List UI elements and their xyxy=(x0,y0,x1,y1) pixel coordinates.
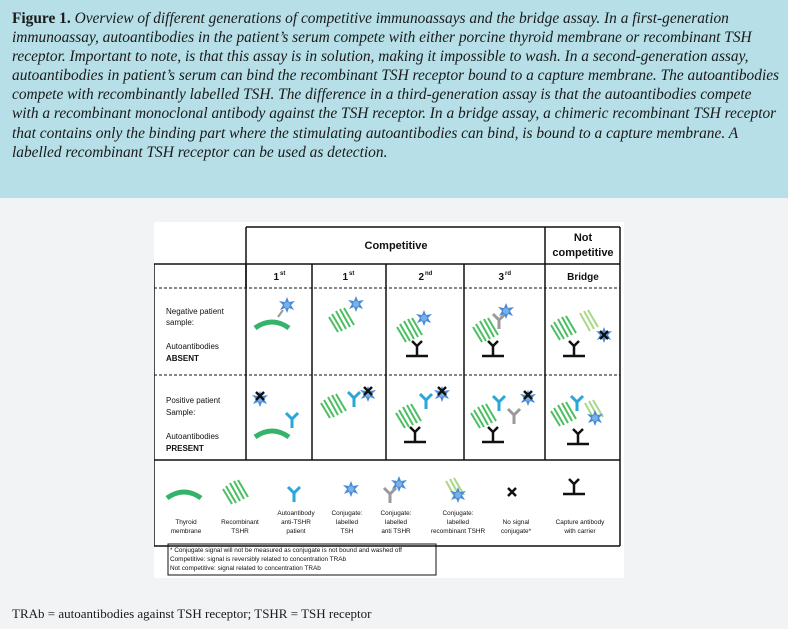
assay-diagram: Competitive Not competitive 1 st 1 st 2 … xyxy=(153,226,621,576)
legend-conj-tsh-3: TSH xyxy=(341,528,354,535)
legend-conj-rec-3: recombinant TSHR xyxy=(431,528,486,535)
col-1st-b-sup: st xyxy=(349,271,354,277)
legend-auto-3: patient xyxy=(286,528,305,535)
col-bridge: Bridge xyxy=(567,272,599,283)
diagram-canvas: Competitive Not competitive 1 st 1 st 2 … xyxy=(153,222,624,578)
header-not-competitive-1: Not xyxy=(574,232,593,244)
legend-receptor-2: TSHR xyxy=(231,528,249,535)
legend-conj-rec-1: Conjugate: xyxy=(443,510,474,517)
notes-box xyxy=(167,543,437,576)
row1-cell-bridge xyxy=(550,309,612,358)
row1-label-2: sample: xyxy=(166,318,194,327)
row1-cell-2nd xyxy=(396,310,432,358)
table-grid xyxy=(153,226,621,547)
row2-cell-1st-a xyxy=(252,390,300,437)
note-2: Competitive: signal is reversibly relate… xyxy=(170,556,347,563)
row1-label-1: Negative patient xyxy=(166,307,225,316)
note-3: Not competitive: signal related to conce… xyxy=(170,565,321,572)
col-1st-a-sup: st xyxy=(280,271,285,277)
row2-cell-2nd xyxy=(395,385,450,444)
recombinant-tshr-icon xyxy=(222,479,249,505)
row2-label-3: Autoantibodies xyxy=(166,432,219,441)
row2-label-2: Sample: xyxy=(166,408,195,417)
autoantibody-icon xyxy=(286,485,302,504)
legend-capture-2: with carrier xyxy=(563,528,596,535)
legend-thyroid-2: membrane xyxy=(171,528,202,535)
col-3rd: 3 xyxy=(498,272,504,283)
legend-conj-rec-2: labelled xyxy=(447,519,469,526)
row1-cell-3rd xyxy=(472,303,514,358)
legend-receptor-1: Recombinant xyxy=(221,519,259,526)
row1-cell-1st-b xyxy=(328,296,364,333)
legend-auto-2: anti-TSHR xyxy=(281,519,311,526)
thyroid-membrane-icon xyxy=(167,492,201,498)
row2-label-1: Positive patient xyxy=(166,396,221,405)
no-signal-icon xyxy=(506,486,518,498)
caption-label: Figure 1. xyxy=(12,10,71,27)
col-1st-b: 1 xyxy=(342,272,348,283)
row2-label-4: PRESENT xyxy=(166,444,204,453)
caption-body: Overview of different generations of com… xyxy=(12,10,780,161)
footnote: TRAb = autoantibodies against TSH recept… xyxy=(12,606,372,621)
legend-capture-1: Capture antibody xyxy=(556,519,605,526)
col-1st-a: 1 xyxy=(273,272,279,283)
col-3rd-sup: rd xyxy=(505,271,511,277)
legend-nosignal-2: conjugate* xyxy=(501,528,532,535)
caption-text: Figure 1. Overview of different generati… xyxy=(12,9,780,162)
legend-conj-anti-2: labelled xyxy=(385,519,407,526)
header-not-competitive-2: competitive xyxy=(552,247,613,259)
labelled-anti-tshr-icon xyxy=(382,476,407,505)
row1-label-3: Autoantibodies xyxy=(166,342,219,351)
legend-thyroid-1: Thyroid xyxy=(175,519,197,526)
row2-cell-bridge xyxy=(550,394,604,446)
col-2nd-sup: nd xyxy=(425,271,433,277)
legend-conj-tsh-1: Conjugate: xyxy=(332,510,363,517)
legend-nosignal-1: No signal xyxy=(503,519,530,526)
legend-conj-anti-1: Conjugate: xyxy=(381,510,412,517)
col-2nd: 2 xyxy=(418,272,424,283)
note-1: * Conjugate signal will not be measured … xyxy=(170,547,402,554)
labelled-recombinant-tshr-icon xyxy=(445,477,466,503)
row2-cell-3rd xyxy=(470,389,536,444)
row1-label-4: ABSENT xyxy=(166,354,199,363)
legend-auto-1: Autoantibody xyxy=(277,510,315,517)
caption-box: Figure 1. Overview of different generati… xyxy=(0,0,788,198)
legend-conj-tsh-2: labelled xyxy=(336,519,358,526)
header-competitive: Competitive xyxy=(365,240,428,252)
row2-cell-1st-b xyxy=(320,385,376,419)
capture-antibody-icon xyxy=(561,477,587,496)
labelled-tsh-icon xyxy=(343,481,359,497)
legend-icons xyxy=(167,476,587,505)
legend-conj-anti-3: anti TSHR xyxy=(381,528,411,535)
row1-cell-1st-a xyxy=(255,297,295,328)
